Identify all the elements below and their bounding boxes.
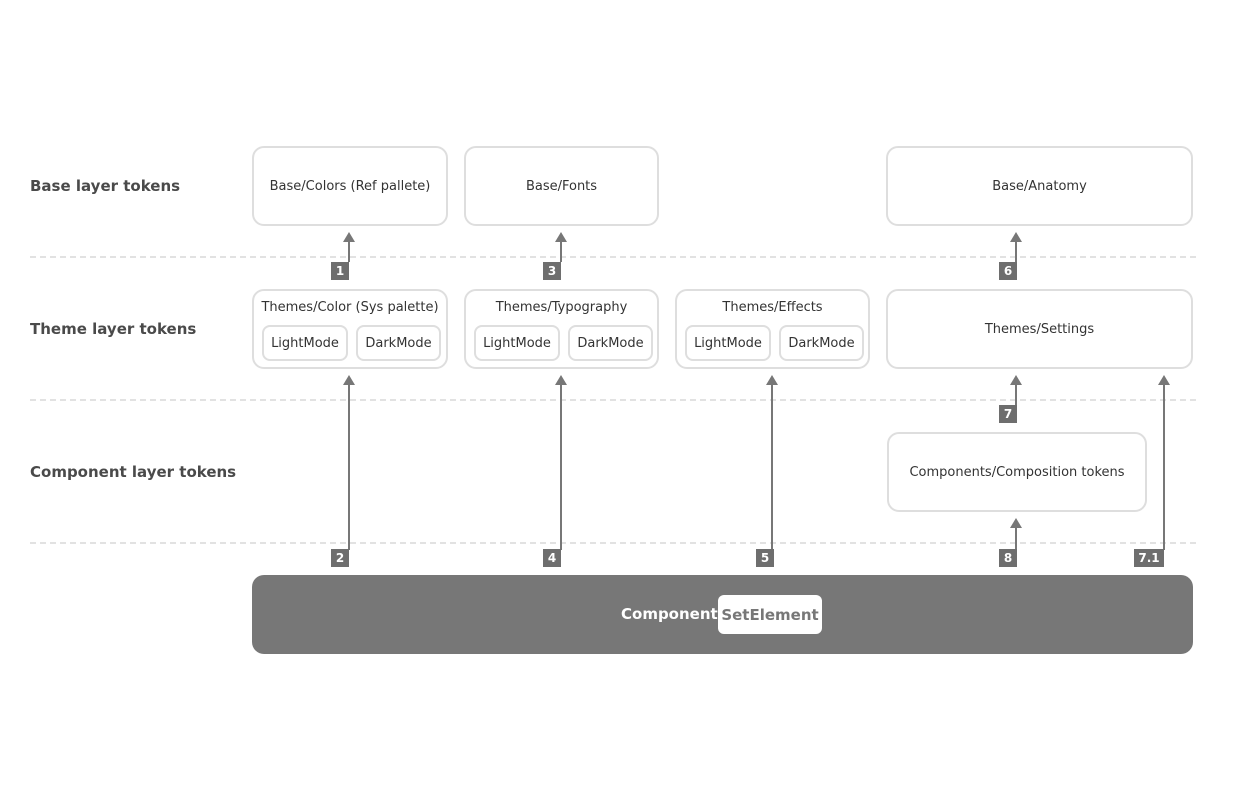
themes-color-box: Themes/Color (Sys palette) LightMode Dar…: [252, 289, 448, 369]
divider-theme-component: [30, 399, 1196, 401]
themes-effects-lightmode: LightMode: [685, 325, 771, 361]
step-badge-6: 6: [999, 262, 1017, 280]
components-composition-label: Components/Composition tokens: [909, 464, 1125, 480]
component-layer-label: Component layer tokens: [30, 463, 237, 481]
base-fonts-label: Base/Fonts: [525, 178, 598, 194]
themes-effects-box: Themes/Effects LightMode DarkMode: [675, 289, 870, 369]
component-bar: Component SetElement: [252, 575, 1193, 654]
base-colors-label: Base/Colors (Ref pallete): [269, 178, 431, 194]
step-badge-4: 4: [543, 549, 561, 567]
base-fonts-box: Base/Fonts: [464, 146, 659, 226]
divider-base-theme: [30, 256, 1196, 258]
step-badge-3: 3: [543, 262, 561, 280]
base-anatomy-box: Base/Anatomy: [886, 146, 1193, 226]
divider-component-bar: [30, 542, 1196, 544]
themes-color-title: Themes/Color (Sys palette): [261, 300, 439, 315]
base-anatomy-label: Base/Anatomy: [992, 178, 1087, 194]
base-layer-label: Base layer tokens: [30, 177, 181, 195]
step-badge-8: 8: [999, 549, 1017, 567]
component-label: Component: [621, 605, 718, 623]
themes-typography-lightmode: LightMode: [474, 325, 560, 361]
themes-settings-box: Themes/Settings: [886, 289, 1193, 369]
themes-settings-label: Themes/Settings: [984, 321, 1095, 337]
themes-typography-title: Themes/Typography: [495, 300, 628, 315]
base-colors-box: Base/Colors (Ref pallete): [252, 146, 448, 226]
setelement-chip: SetElement: [718, 595, 822, 634]
themes-effects-darkmode: DarkMode: [779, 325, 864, 361]
theme-layer-label: Theme layer tokens: [30, 320, 197, 338]
components-composition-box: Components/Composition tokens: [887, 432, 1147, 512]
step-badge-7: 7: [999, 405, 1017, 423]
themes-color-darkmode: DarkMode: [356, 325, 441, 361]
step-badge-1: 1: [331, 262, 349, 280]
step-badge-5: 5: [756, 549, 774, 567]
themes-effects-title: Themes/Effects: [722, 300, 823, 315]
themes-typography-darkmode: DarkMode: [568, 325, 653, 361]
themes-typography-box: Themes/Typography LightMode DarkMode: [464, 289, 659, 369]
step-badge-7-1: 7.1: [1134, 549, 1164, 567]
step-badge-2: 2: [331, 549, 349, 567]
themes-color-lightmode: LightMode: [262, 325, 348, 361]
